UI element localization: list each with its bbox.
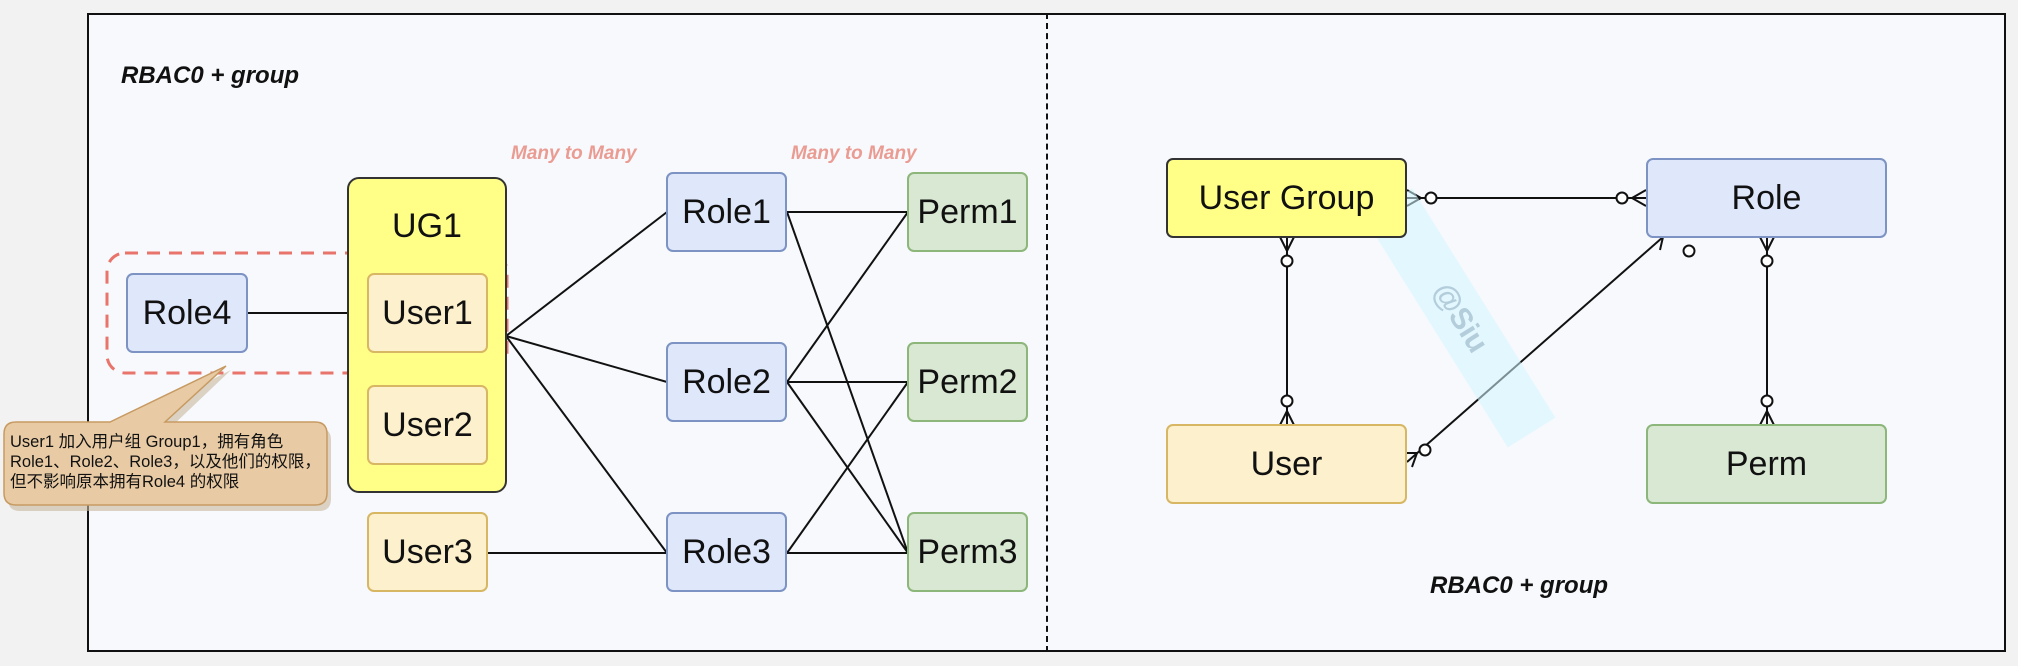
crowfoot-perm-top — [1759, 408, 1775, 426]
node-perm2[interactable]: Perm2 — [907, 342, 1028, 422]
node-role3[interactable]: Role3 — [666, 512, 787, 592]
er-circle-5 — [1760, 254, 1774, 268]
crowfoot-role-bottom — [1759, 236, 1775, 254]
right-title: RBAC0 + group — [1430, 572, 1609, 599]
crowfoot-user-right — [1407, 452, 1419, 468]
er-circle-8 — [1682, 244, 1696, 258]
many-to-many-label-1: Many to Many — [511, 143, 637, 164]
er-entity-role[interactable]: Role — [1646, 158, 1887, 238]
node-user1[interactable]: User1 — [367, 273, 488, 353]
er-circle-1 — [1424, 191, 1438, 205]
er-circle-2 — [1615, 191, 1629, 205]
panel-divider — [1046, 13, 1048, 652]
edge-group-role2 — [505, 335, 668, 383]
callout-bubble — [3, 365, 328, 506]
crowfoot-user-top — [1279, 408, 1295, 426]
er-circle-4 — [1280, 394, 1294, 408]
node-role2[interactable]: Role2 — [666, 342, 787, 422]
left-title: RBAC0 + group — [121, 62, 300, 89]
er-entity-user[interactable]: User — [1166, 424, 1407, 504]
er-circle-6 — [1760, 394, 1774, 408]
group-label: UG1 — [392, 207, 462, 245]
er-circle-7 — [1418, 443, 1432, 457]
node-user2[interactable]: User2 — [367, 385, 488, 465]
edge-role2-perm1 — [786, 211, 909, 383]
er-circle-3 — [1280, 254, 1294, 268]
node-role1[interactable]: Role1 — [666, 172, 787, 252]
user1-highlight — [105, 251, 509, 375]
crowfoot-usergroup-bottom — [1279, 236, 1295, 254]
er-entity-user-group[interactable]: User Group — [1166, 158, 1407, 238]
er-entity-perm[interactable]: Perm — [1646, 424, 1887, 504]
node-role4[interactable]: Role4 — [126, 273, 248, 353]
crowfoot-role-left — [1629, 189, 1647, 207]
edge-group-role1 — [505, 211, 668, 337]
node-perm1[interactable]: Perm1 — [907, 172, 1028, 252]
er-edge-user-role — [1406, 236, 1664, 463]
node-perm3[interactable]: Perm3 — [907, 512, 1028, 592]
many-to-many-label-2: Many to Many — [791, 143, 917, 164]
edge-group-role3 — [505, 335, 668, 554]
callout-text: User1 加入用户组 Group1，拥有角色 Role1、Role2、Role… — [10, 433, 321, 491]
edge-role3-perm2 — [786, 381, 909, 554]
node-user3[interactable]: User3 — [367, 512, 488, 592]
